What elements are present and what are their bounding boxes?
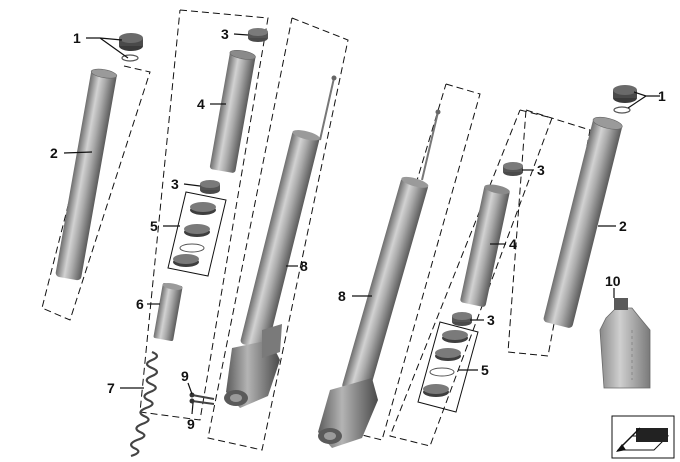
- leader-right-1: [627, 91, 660, 109]
- leader-left-9-top: [187, 382, 193, 395]
- leader-left-1: [86, 37, 129, 59]
- callout-right-4: 4: [509, 236, 517, 252]
- outer-tube-right: [543, 116, 623, 328]
- dash-group-outer-left: [41, 65, 151, 321]
- seal-kit-right: [417, 321, 479, 413]
- fork-oil-bottle: [599, 298, 651, 389]
- fork-spring-left: [130, 350, 159, 458]
- slider-right: [318, 109, 441, 448]
- spacer-tube-left: [153, 282, 183, 341]
- leader-left-9-bottom: [191, 402, 194, 415]
- callout-right-8: 8: [338, 288, 346, 304]
- callout-right-3-bottom: 3: [487, 312, 495, 328]
- fork-cap-right: [613, 85, 637, 114]
- cartridge-tube-left: [209, 50, 256, 173]
- callout-left-7: 7: [107, 380, 115, 396]
- cartridge-tube-right: [460, 184, 510, 307]
- dash-group-cartridge-right: [389, 109, 553, 447]
- callout-left-8: 8: [300, 258, 308, 274]
- seal-top-right: [503, 162, 523, 176]
- dash-group-slider-left: [207, 17, 349, 451]
- callout-right-10: 10: [605, 273, 621, 289]
- seal-top-left: [248, 28, 268, 42]
- callout-left-9-top: 9: [181, 368, 189, 384]
- fork-cap-left: [119, 33, 143, 62]
- callout-left-2: 2: [50, 145, 58, 161]
- callout-right-5: 5: [481, 362, 489, 378]
- callout-left-9-bottom: 9: [187, 416, 195, 432]
- view-direction-icon: [611, 415, 675, 459]
- left-fork-assembly: 1 2 3 4 3 5 6 7 8 9 9: [41, 9, 349, 458]
- callout-left-1: 1: [73, 30, 81, 46]
- callout-left-3-bottom: 3: [171, 176, 179, 192]
- callout-left-6: 6: [136, 296, 144, 312]
- callout-left-5: 5: [150, 218, 158, 234]
- callout-left-3-top: 3: [221, 26, 229, 42]
- seal-bottom-right: [452, 312, 472, 326]
- callout-right-2: 2: [619, 218, 627, 234]
- leader-left-3-bottom: [183, 183, 201, 187]
- callout-left-4: 4: [197, 96, 205, 112]
- leader-left-2: [63, 151, 93, 154]
- bolt-pair-left: [189, 392, 215, 405]
- dash-group-cartridge-left: [139, 9, 269, 421]
- callout-right-1: 1: [658, 88, 666, 104]
- dash-group-outer-right: [507, 109, 591, 357]
- seal-kit-left: [167, 191, 227, 277]
- seal-bottom-left: [200, 180, 220, 194]
- right-fork-assembly: 8 3 4 3 5 1 2 10: [318, 83, 666, 448]
- outer-tube-left: [55, 68, 118, 281]
- leader-left-3-top: [233, 33, 249, 36]
- slider-left: [224, 75, 337, 408]
- callout-right-3-top: 3: [537, 162, 545, 178]
